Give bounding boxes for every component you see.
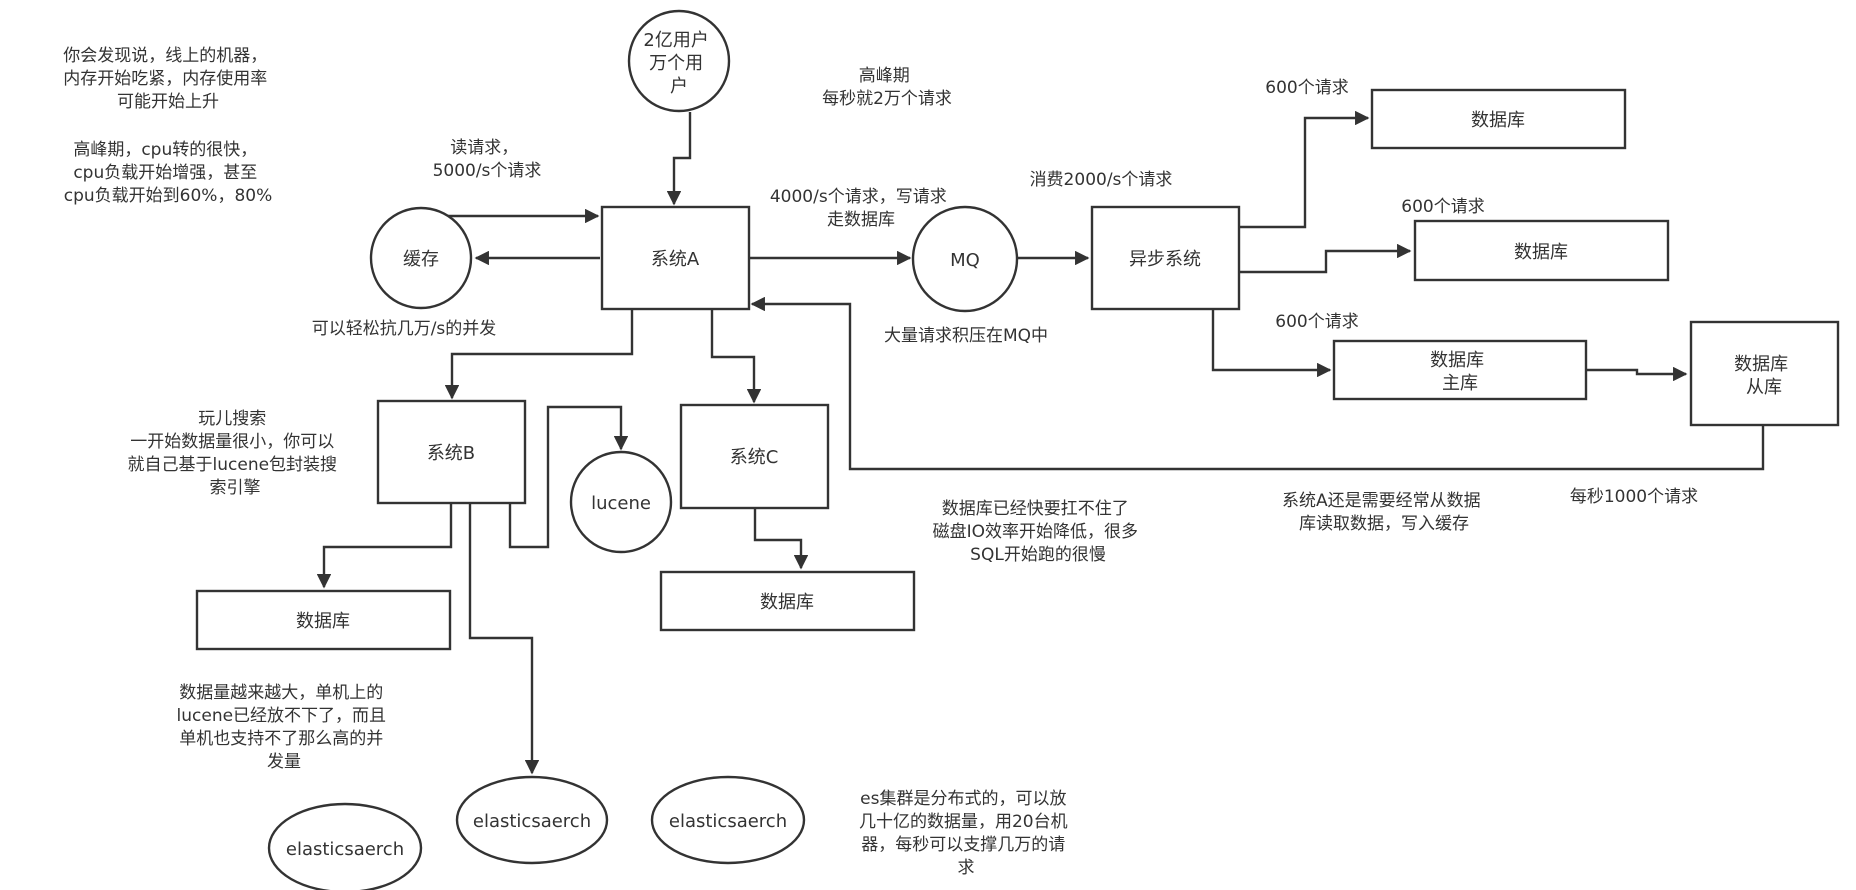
edge-system-a-to-system-b [444,309,634,400]
cache-node: 缓存 [369,206,473,310]
request-600-b: 600个请求 [1401,197,1484,217]
cpu-note: 高峰期，cpu转的很快， cpu负载开始增强，甚至 cpu负载开始到60%，80… [64,140,272,206]
svg-text:2亿用户 万个用 户: 2亿用户 万个用 户 [643,30,714,97]
per-second-1000-note: 每秒1000个请求 [1570,487,1698,507]
svg-text:系统A: 系统A [651,249,700,270]
svg-text:系统C: 系统C [730,447,779,468]
db-c-node: 数据库 [659,570,916,632]
svg-text:系统B: 系统B [427,443,475,464]
edges [316,110,1765,775]
request-600-a: 600个请求 [1265,78,1348,98]
edge-system-c-to-db-c [753,508,809,570]
memory-note: 你会发现说，线上的机器， 内存开始吃紧，内存使用率 可能开始上升 [63,46,272,112]
write-requests-note: 4000/s个请求，写请求 走数据库 [770,187,952,230]
edge-system-b-to-db-b [316,503,453,589]
svg-text:elasticsaerch: elasticsaerch [669,811,787,832]
edge-system-a-to-system-c [710,309,762,404]
db-slave-node: 数据库 从库 [1689,320,1840,427]
system-a-read-note: 系统A还是需要经常从数据 库读取数据，写入缓存 [1282,491,1486,534]
es-node-1: elasticsaerch [267,802,423,890]
db-master-node: 数据库 主库 [1332,339,1588,401]
nodes: 2亿用户 万个用 户 缓存 系统A MQ 异步系统 数据库 数据库 [195,9,1840,890]
svg-text:数据库 主库: 数据库 主库 [1430,350,1490,394]
system-c-node: 系统C [679,403,830,510]
annotations: 你会发现说，线上的机器， 内存开始吃紧，内存使用率 可能开始上升 高峰期，cpu… [63,46,1698,878]
svg-text:MQ: MQ [950,250,980,271]
es-node-3: elasticsaerch [650,775,806,865]
mq-node: MQ [911,205,1019,313]
edge-users-to-system-a [666,112,692,206]
async-system-node: 异步系统 [1090,205,1241,311]
edge-master-to-slave [1585,366,1688,382]
svg-text:异步系统: 异步系统 [1129,249,1201,270]
edge-async-to-db-top1 [1238,110,1370,229]
db-b-node: 数据库 [195,589,452,651]
search-note: 玩儿搜索 一开始数据量很小，你可以 就自己基于lucene包封装搜 索引擎 [128,409,343,498]
users-node: 2亿用户 万个用 户 [627,9,731,113]
edge-async-to-db-top2 [1238,243,1412,274]
edge-async-to-db-master [1211,309,1332,378]
svg-text:数据库: 数据库 [296,611,350,632]
cache-concurrency-note: 可以轻松抗几万/s的并发 [312,319,497,339]
svg-text:数据库 从库: 数据库 从库 [1734,354,1794,398]
data-growth-note: 数据量越来越大，单机上的 lucene已经放不下了，而且 单机也支持不了那么高的… [177,683,392,772]
db-top1-node: 数据库 [1370,88,1627,150]
read-requests-note: 读请求， 5000/s个请求 [433,138,542,181]
system-a-node: 系统A [600,205,751,311]
svg-text:elasticsaerch: elasticsaerch [286,839,404,860]
es-node-2: elasticsaerch [455,775,609,865]
svg-text:lucene: lucene [591,493,651,514]
lucene-node: lucene [569,450,673,554]
svg-text:数据库: 数据库 [1514,242,1568,263]
edge-system-b-to-es [468,503,540,775]
edge-slave-to-system-a [750,296,1765,471]
db-pressure-note: 数据库已经快要扛不住了 磁盘IO效率开始降低，很多 SQL开始跑的很慢 [933,499,1144,565]
request-600-c: 600个请求 [1275,312,1358,332]
svg-text:elasticsaerch: elasticsaerch [473,811,591,832]
peak-note: 高峰期 每秒就2万个请求 [822,66,952,109]
edge-system-b-to-lucene [508,405,629,549]
system-b-node: 系统B [376,399,527,505]
db-top2-node: 数据库 [1413,219,1670,282]
mq-backlog-note: 大量请求积压在MQ中 [884,326,1048,346]
svg-text:缓存: 缓存 [403,249,439,270]
es-cluster-note: es集群是分布式的，可以放 几十亿的数据量，用20台机 器，每秒可以支撑几万的请… [859,789,1073,878]
svg-text:数据库: 数据库 [1471,110,1525,131]
consume-note: 消费2000/s个请求 [1030,170,1173,190]
svg-text:数据库: 数据库 [760,592,814,613]
